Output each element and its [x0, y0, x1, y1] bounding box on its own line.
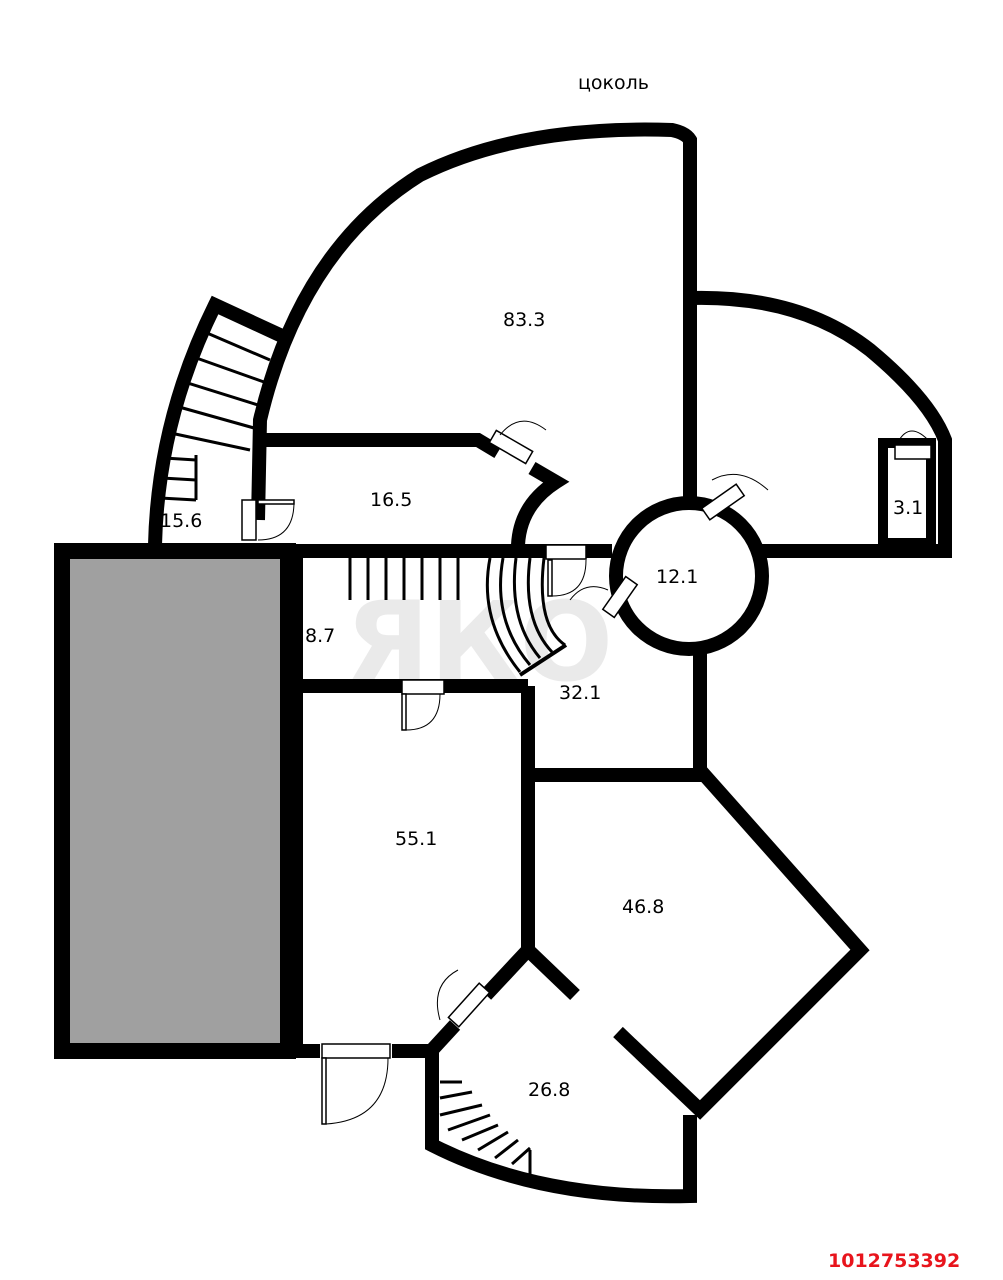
door-12-1-left	[569, 575, 639, 619]
wall-26-8	[425, 1050, 697, 1204]
door-3-1	[894, 430, 932, 460]
wall-46-8-stub	[523, 944, 580, 1001]
wall-46-8	[613, 765, 870, 1120]
label-room-16-5: 16.5	[370, 489, 412, 511]
label-room-26-8: 26.8	[528, 1079, 570, 1101]
wall-right-wing	[689, 290, 952, 558]
wall-83-3-arc	[251, 122, 697, 521]
label-room-8-7: 8.7	[305, 625, 335, 647]
wall-16-5-right	[511, 461, 570, 546]
listing-id: 1012753392	[828, 1250, 960, 1272]
label-room-15-6: 15.6	[160, 510, 202, 532]
stairs-straight	[348, 558, 460, 600]
door-55-1-diag	[436, 969, 491, 1028]
label-room-46-8: 46.8	[622, 896, 664, 918]
floor-title: цоколь	[578, 72, 649, 94]
shaded-area-outline	[54, 543, 296, 1059]
wall-55-1-diag-lower	[426, 1020, 461, 1055]
wall-round-room-12-1	[609, 496, 769, 656]
wall-16-5-top	[262, 433, 502, 459]
stairs-26-8	[439, 1080, 532, 1180]
door-12-1-top	[700, 473, 769, 521]
label-room-32-1: 32.1	[559, 682, 601, 704]
label-room-12-1: 12.1	[656, 566, 698, 588]
shaded-area	[62, 551, 288, 1051]
wall-stair-15-6	[148, 295, 285, 546]
stairs-curved-32-1	[485, 557, 568, 677]
door-corridor	[545, 544, 587, 597]
label-room-83-3: 83.3	[503, 309, 545, 331]
door-55-1-top	[401, 679, 445, 731]
wall-room-3-1	[878, 438, 936, 548]
door-entrance	[321, 1043, 391, 1125]
wall-55-1-diag	[480, 945, 534, 1000]
label-room-55-1: 55.1	[395, 828, 437, 850]
door-15-6	[241, 499, 295, 541]
door-16-5	[488, 420, 547, 465]
label-room-3-1: 3.1	[893, 497, 923, 519]
stairs-15-6	[159, 328, 271, 502]
